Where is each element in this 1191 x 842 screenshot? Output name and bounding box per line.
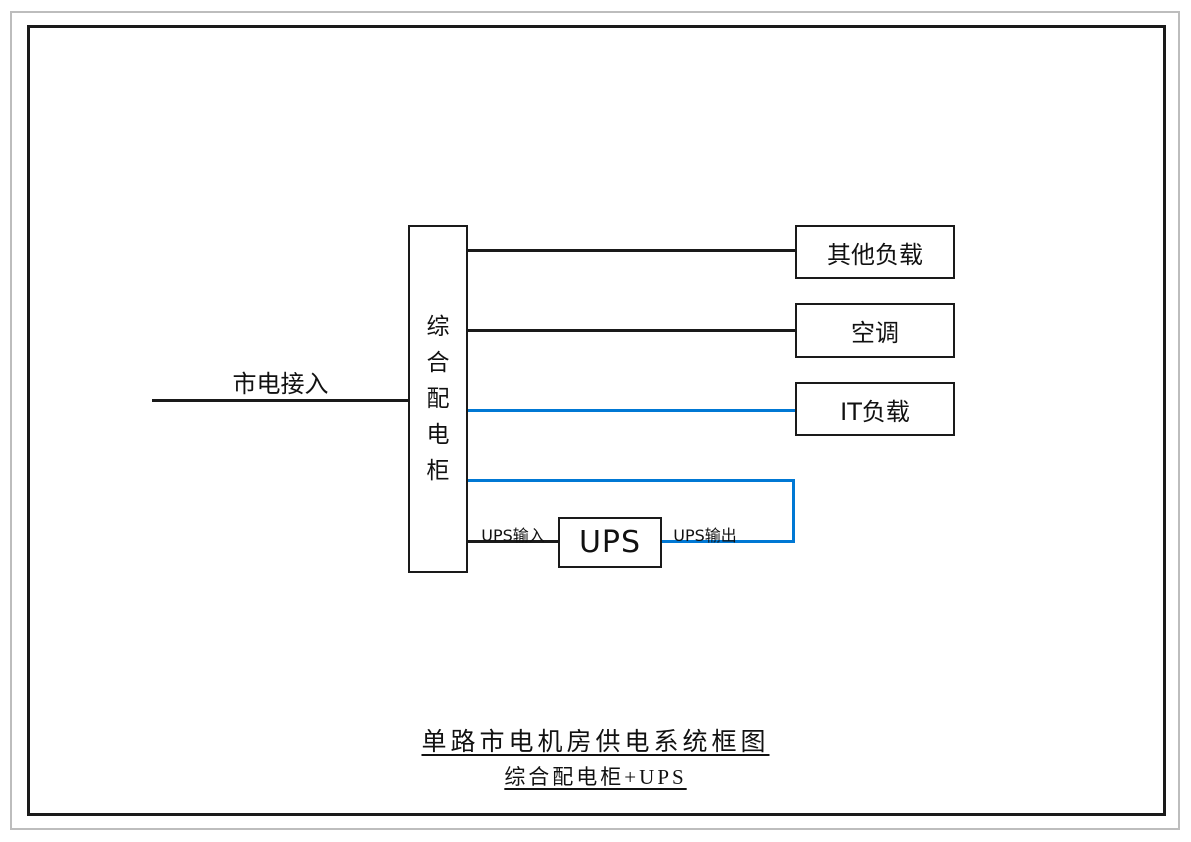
- outer-frame-border: [10, 11, 1180, 830]
- diagram-title: 单路市电机房供电系统框图: [421, 729, 770, 756]
- connector-ups-output: [662, 540, 795, 543]
- node-other-load: 其他负载: [795, 225, 955, 279]
- other-load-label: 其他负载: [827, 240, 923, 269]
- connector-ups-input: [467, 540, 558, 543]
- mains-input-label: 市电接入: [232, 370, 329, 398]
- node-air-conditioning: 空调: [795, 303, 955, 358]
- connector-ups-return-horizontal: [467, 479, 795, 482]
- connector-mains-input: [152, 399, 409, 402]
- ups-output-label: UPS输出: [673, 526, 737, 545]
- diagram-subtitle: 综合配电柜+UPS: [504, 765, 687, 789]
- connector-cabinet-to-ac: [467, 329, 795, 332]
- connector-ups-return-vertical: [792, 479, 795, 543]
- distribution-cabinet-label: 综合配电柜: [426, 314, 450, 484]
- ups-input-label: UPS输入: [481, 526, 545, 545]
- connector-cabinet-to-other-load: [467, 249, 795, 252]
- ups-label: UPS: [578, 525, 642, 560]
- node-distribution-cabinet: 综合配电柜: [408, 225, 468, 573]
- it-load-label: IT负载: [840, 397, 910, 426]
- node-ups: UPS: [558, 517, 662, 568]
- inner-frame-border: [27, 25, 1166, 816]
- connector-cabinet-to-it-load: [467, 409, 795, 412]
- air-conditioning-label: 空调: [851, 319, 899, 347]
- node-it-load: IT负载: [795, 382, 955, 436]
